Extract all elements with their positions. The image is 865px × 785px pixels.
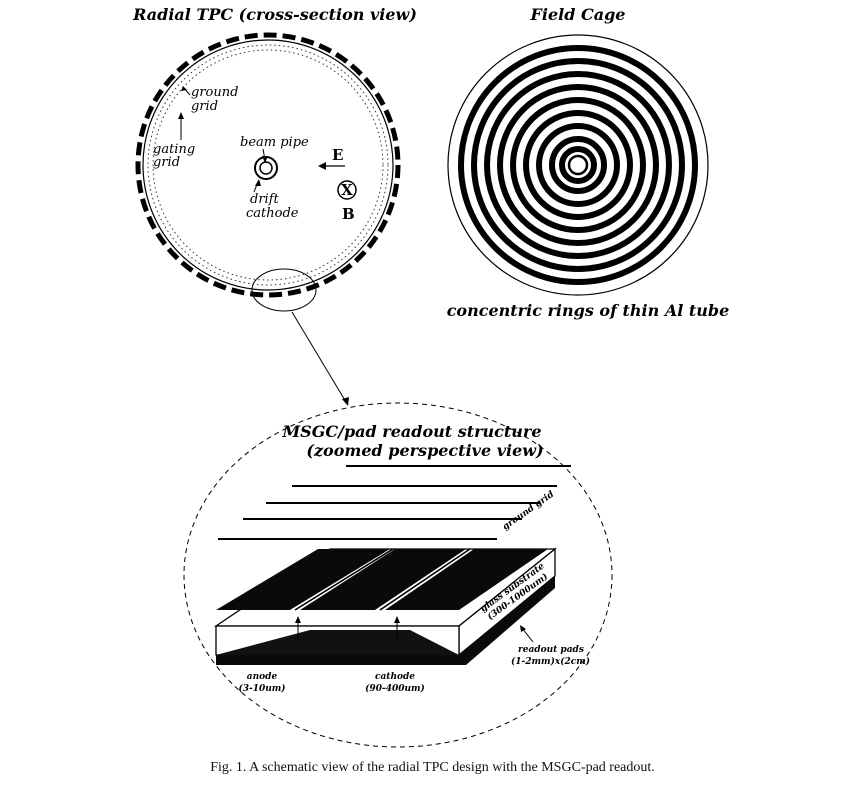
b-field-symbol: X xyxy=(341,181,353,199)
ground-grid-arrowhead xyxy=(181,86,187,91)
field-cage-ring xyxy=(458,45,698,285)
tpc-inner-wall xyxy=(142,39,394,291)
cathode-strips xyxy=(216,549,548,610)
field-cage-ring xyxy=(484,71,672,259)
readout-pads-label-2: (1-2mm)x(2cm) xyxy=(511,656,590,667)
field-cage-caption: concentric rings of thin Al tube xyxy=(447,301,730,320)
anode-strip xyxy=(294,548,394,611)
drift-cathode-arrowhead xyxy=(255,179,261,186)
ground-grid-label-1: ground xyxy=(191,85,238,100)
gating-grid-arrowhead xyxy=(178,112,184,119)
drift-cathode-label-2: cathode xyxy=(246,206,299,221)
cathode-label-2: (90-400um) xyxy=(365,683,425,694)
anode-strip xyxy=(379,548,471,611)
zoom-connector-arrowhead xyxy=(342,397,349,406)
ground-grid-wires xyxy=(218,465,571,540)
field-cage-ring xyxy=(497,84,659,246)
msgc-readout-diagram: MSGC/pad readout structure (zoomed persp… xyxy=(183,402,613,748)
b-field-circle xyxy=(337,180,357,200)
field-cage-ring xyxy=(471,58,685,272)
readout-pad-layer-face xyxy=(216,630,459,655)
field-cage-rings xyxy=(447,34,709,296)
anode-label-1: anode xyxy=(247,672,278,682)
gating-grid-label-2: grid xyxy=(153,155,180,170)
zoom-connector-arrow xyxy=(291,311,347,403)
readout-title-line1: MSGC/pad readout structure xyxy=(281,422,541,441)
gating-grid-circle xyxy=(152,49,384,281)
beam-pipe-circle xyxy=(259,161,273,175)
tpc-title: Radial TPC (cross-section view) xyxy=(132,5,417,24)
ground-grid-wires-label: ground grid xyxy=(501,489,557,532)
radial-tpc-diagram: Radial TPC (cross-section view) ground g… xyxy=(132,5,417,406)
beam-pipe-arrowhead xyxy=(262,156,268,163)
cathode-strip xyxy=(216,549,390,610)
field-cage-ring xyxy=(523,110,633,220)
ground-grid-label-2: grid xyxy=(191,99,218,114)
field-cage-ring xyxy=(536,123,620,207)
readout-pads-label-1: readout pads xyxy=(518,645,584,655)
zoom-view-boundary xyxy=(183,402,613,748)
tpc-outer-wall xyxy=(135,32,401,298)
field-cage-ring xyxy=(510,97,646,233)
anode-label-2: (3-10um) xyxy=(238,683,285,694)
field-cage-diagram: Field Cage concentric rings of thin Al t… xyxy=(447,5,730,320)
figure-caption: Fig. 1. A schematic view of the radial T… xyxy=(210,760,655,775)
b-field-label: B xyxy=(342,205,355,223)
cathode-label-1: cathode xyxy=(375,672,415,682)
ground-grid-circle xyxy=(147,44,389,286)
cathode-strip xyxy=(385,549,548,610)
e-field-arrowhead xyxy=(318,162,326,170)
field-cage-ring xyxy=(447,34,709,296)
field-cage-ring xyxy=(567,154,589,176)
cathode-strip xyxy=(300,549,466,610)
readout-pad-layer xyxy=(216,576,555,665)
readout-pads-arrowhead xyxy=(520,625,526,632)
anode-strips xyxy=(294,548,471,611)
field-cage-ring xyxy=(559,146,597,184)
zoom-region-marker xyxy=(251,268,317,312)
beam-pipe-label: beam pipe xyxy=(240,135,309,150)
readout-title-line2: (zoomed perspective view) xyxy=(306,441,543,460)
anode-arrowhead xyxy=(295,616,301,623)
readout-pads-arrow xyxy=(521,627,534,643)
cathode-arrowhead xyxy=(394,616,400,623)
drift-cathode-label-1: drift xyxy=(250,192,280,207)
field-cage-title: Field Cage xyxy=(530,5,626,24)
field-cage-ring xyxy=(549,136,607,194)
gating-grid-label-1: gating xyxy=(153,142,195,157)
e-field-label: E xyxy=(332,146,343,164)
